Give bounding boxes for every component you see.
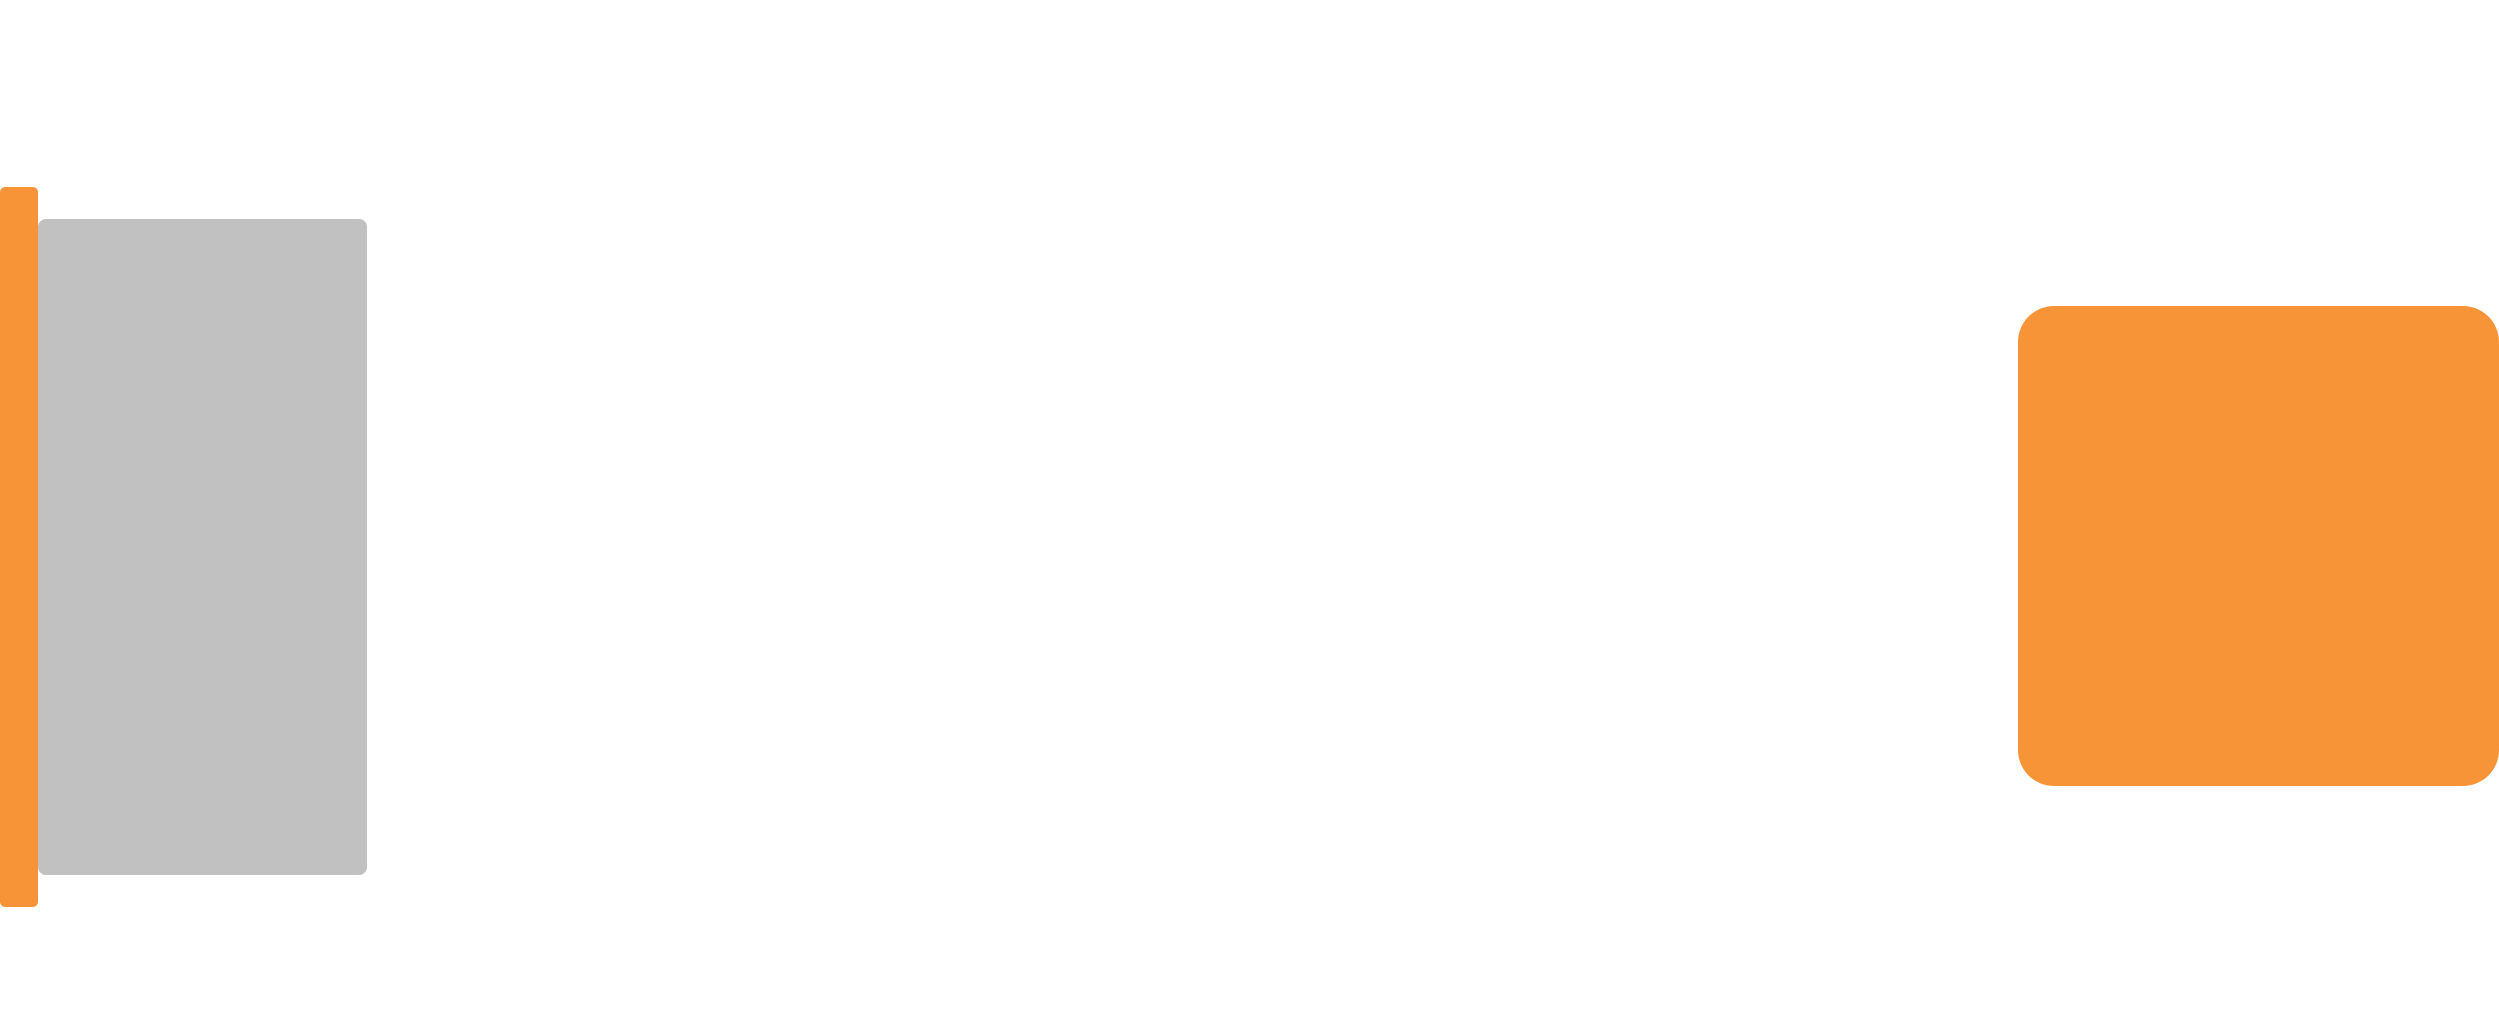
- orange-card: [2018, 306, 2499, 786]
- orange-edge-strip: [0, 187, 38, 907]
- grey-panel: [38, 219, 367, 875]
